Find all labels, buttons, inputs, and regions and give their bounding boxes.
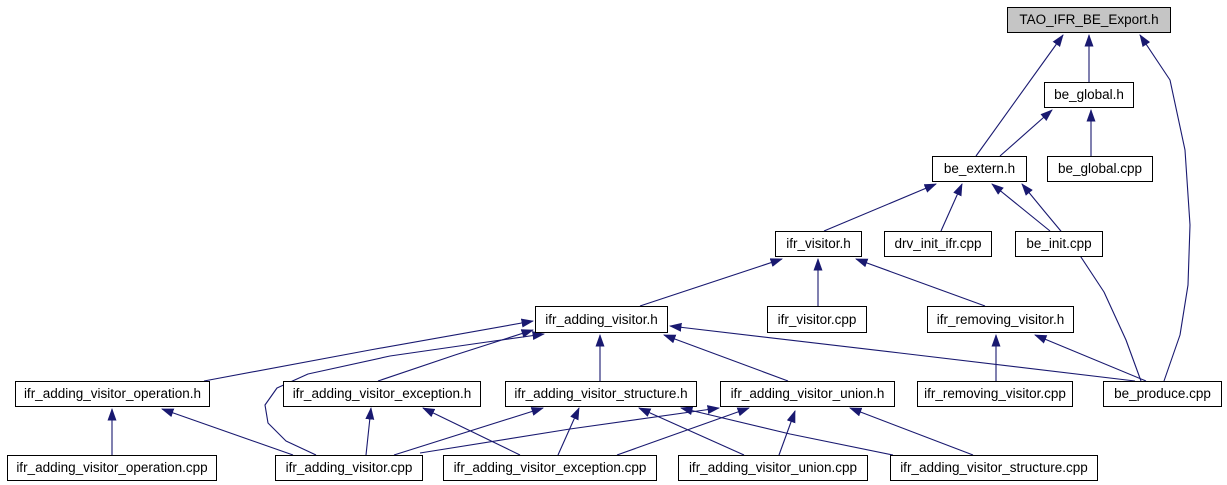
graph-edge-ifr_adding_visitor_union.cpp-to-ifr_adding_visitor_structure.h	[638, 407, 745, 456]
graph-edge-ifr_adding_visitor.cpp-to-ifr_adding_visitor_union.h	[419, 405, 720, 454]
graph-node-be_init.cpp[interactable]: be_init.cpp	[1015, 231, 1103, 257]
graph-edge-ifr_adding_visitor_union.h-to-ifr_adding_visitor.h	[663, 334, 789, 382]
graph-edge-ifr_adding_visitor.cpp-to-ifr_adding_visitor.h	[264, 331, 545, 456]
graph-node-be_global.cpp[interactable]: be_global.cpp	[1047, 156, 1153, 182]
graph-edge-ifr_adding_visitor_structure.cpp-to-ifr_adding_visitor_union.h	[849, 407, 974, 456]
graph-edge-be_init.cpp-to-be_extern.h	[991, 183, 1051, 232]
graph-node-ifr_adding_visitor.h[interactable]: ifr_adding_visitor.h	[535, 306, 668, 333]
graph-node-ifr_adding_visitor_union.cpp[interactable]: ifr_adding_visitor_union.cpp	[678, 455, 868, 481]
graph-edge-ifr_visitor.h-to-be_extern.h	[823, 183, 937, 232]
graph-node-ifr_visitor.cpp[interactable]: ifr_visitor.cpp	[767, 306, 867, 333]
graph-edge-ifr_adding_visitor_exception.cpp-to-ifr_adding_visitor_structure.h	[557, 407, 580, 456]
graph-edge-ifr_adding_visitor.cpp-to-ifr_adding_visitor_operation.h	[161, 408, 294, 456]
graph-edge-drv_init_ifr.cpp-to-be_extern.h	[940, 183, 963, 232]
graph-node-be_global.h[interactable]: be_global.h	[1044, 82, 1134, 108]
graph-node-ifr_removing_visitor.h[interactable]: ifr_removing_visitor.h	[927, 306, 1074, 333]
graph-edge-ifr_adding_visitor.h-to-ifr_visitor.h	[639, 258, 783, 307]
graph-edge-ifr_adding_visitor_union.cpp-to-ifr_adding_visitor_union.h	[778, 410, 796, 456]
graph-edge-be_produce.cpp-to-be_extern.h	[1021, 183, 1142, 382]
graph-edge-ifr_removing_visitor.h-to-ifr_visitor.h	[855, 258, 986, 307]
graph-edge-be_produce.cpp-to-TAO_IFR_BE_Export.h	[1139, 34, 1191, 382]
graph-node-ifr_adding_visitor_union.h[interactable]: ifr_adding_visitor_union.h	[720, 381, 895, 407]
graph-edge-be_extern.h-to-TAO_IFR_BE_Export.h	[975, 34, 1064, 157]
graph-node-ifr_removing_visitor.cpp[interactable]: ifr_removing_visitor.cpp	[917, 381, 1073, 407]
graph-node-drv_init_ifr.cpp[interactable]: drv_init_ifr.cpp	[884, 231, 992, 257]
graph-edge-ifr_adding_visitor_exception.cpp-to-ifr_adding_visitor_exception.h	[422, 407, 521, 456]
graph-node-be_produce.cpp[interactable]: be_produce.cpp	[1103, 381, 1222, 407]
graph-edge-be_produce.cpp-to-ifr_removing_visitor.h	[1034, 334, 1147, 382]
graph-edge-ifr_adding_visitor_exception.cpp-to-ifr_adding_visitor_union.h	[616, 407, 750, 456]
graph-node-be_extern.h[interactable]: be_extern.h	[932, 156, 1027, 182]
graph-node-ifr_adding_visitor_structure.cpp[interactable]: ifr_adding_visitor_structure.cpp	[890, 455, 1098, 481]
graph-node-ifr_adding_visitor_operation.cpp[interactable]: ifr_adding_visitor_operation.cpp	[7, 455, 217, 481]
edge-group	[107, 34, 1191, 456]
graph-edge-ifr_adding_visitor.cpp-to-ifr_adding_visitor_structure.h	[393, 407, 544, 456]
graph-node-ifr_adding_visitor.cpp[interactable]: ifr_adding_visitor.cpp	[275, 455, 423, 481]
graph-edge-ifr_adding_visitor_exception.h-to-ifr_adding_visitor.h	[377, 329, 534, 382]
graph-node-ifr_adding_visitor_structure.h[interactable]: ifr_adding_visitor_structure.h	[505, 381, 697, 407]
graph-node-TAO_IFR_BE_Export.h: TAO_IFR_BE_Export.h	[1007, 7, 1171, 33]
graph-node-ifr_visitor.h[interactable]: ifr_visitor.h	[775, 231, 862, 257]
graph-edge-ifr_adding_visitor_operation.h-to-ifr_adding_visitor.h	[203, 318, 534, 382]
graph-edge-ifr_adding_visitor_structure.cpp-to-ifr_adding_visitor_structure.h	[680, 406, 894, 456]
graph-edge-be_produce.cpp-to-ifr_adding_visitor.h	[669, 322, 1136, 382]
graph-node-ifr_adding_visitor_operation.h[interactable]: ifr_adding_visitor_operation.h	[15, 381, 210, 407]
graph-node-ifr_adding_visitor_exception.cpp[interactable]: ifr_adding_visitor_exception.cpp	[443, 455, 657, 481]
graph-edge-be_extern.h-to-be_global.h	[999, 109, 1053, 157]
graph-edge-ifr_adding_visitor.cpp-to-ifr_adding_visitor_exception.h	[365, 407, 375, 456]
graph-node-ifr_adding_visitor_exception.h[interactable]: ifr_adding_visitor_exception.h	[283, 381, 481, 407]
